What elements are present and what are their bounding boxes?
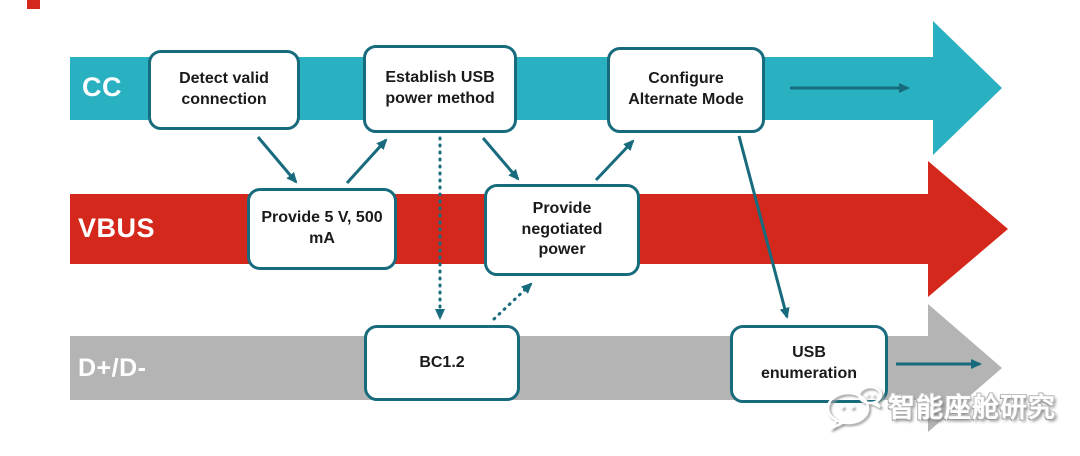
band-label-cc: CC (82, 72, 122, 102)
chat-bubbles-doodle-icon (826, 385, 883, 430)
arrow-bc12-to-negotiated-dotted (492, 282, 533, 321)
watermark: 智能座舱研究 (822, 380, 1056, 430)
arrow-negotiated-to-configure (594, 139, 635, 182)
box-detect-valid-connection: Detect valid connection (148, 50, 300, 130)
box-provide-5v-500ma: Provide 5 V, 500 mA (247, 188, 397, 270)
box-establish-usb-power-method: Establish USB power method (363, 45, 517, 133)
arrow-configure-to-usb-enumeration (737, 135, 790, 319)
box-provide-negotiated-power: Provide negotiated power (484, 184, 640, 276)
watermark-text: 智能座舱研究 (888, 392, 1056, 423)
box-bc12: BC1.2 (364, 325, 520, 401)
arrow-provide5v-to-establish (345, 138, 388, 185)
cc-band-arrow (70, 21, 1002, 155)
arrow-establish-to-negotiated (481, 137, 520, 181)
arrow-detect-to-provide5v (256, 136, 298, 184)
corner-red-mark (27, 0, 40, 9)
band-label-dpdm: D+/D- (78, 354, 147, 382)
band-label-vbus: VBUS (78, 213, 156, 243)
box-configure-alternate-mode: Configure Alternate Mode (607, 47, 765, 133)
